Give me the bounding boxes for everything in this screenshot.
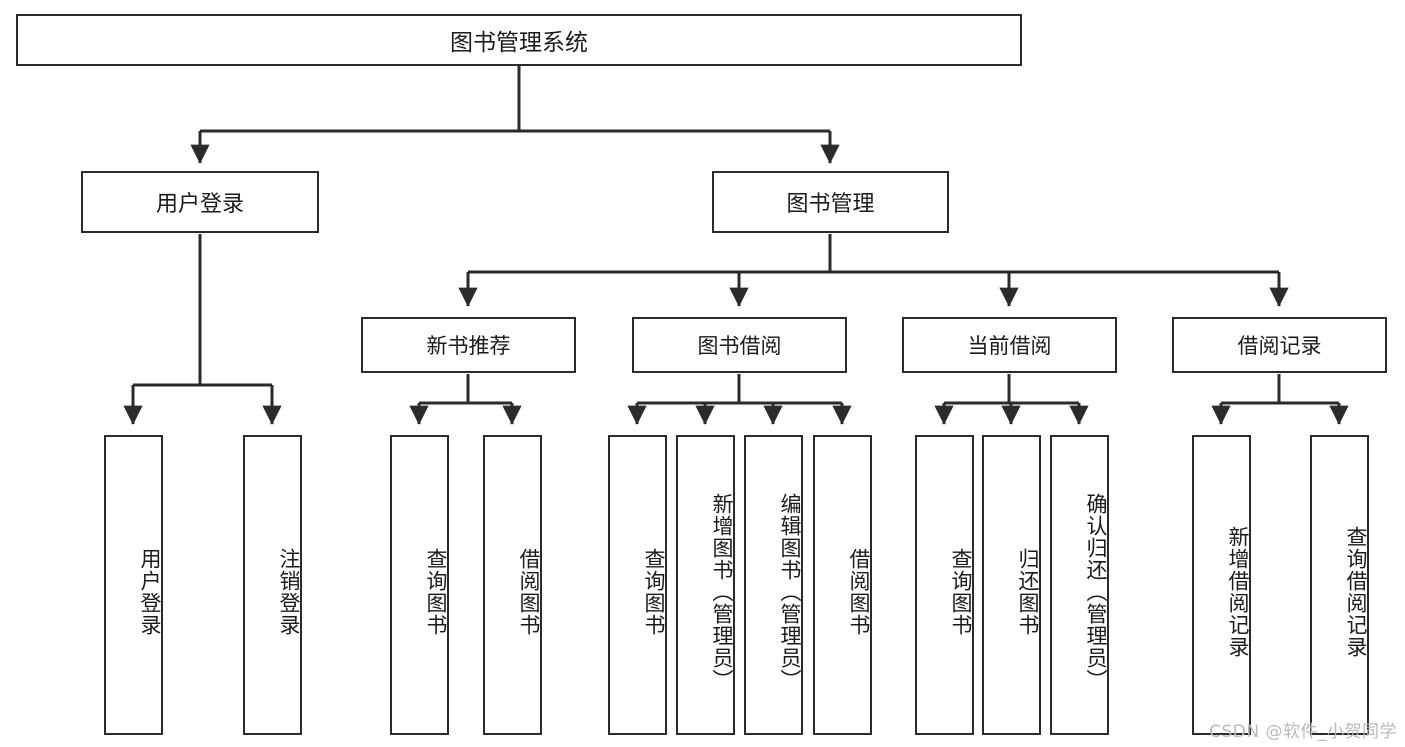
node-user-login[interactable]: 用户登录: [81, 171, 319, 233]
node-root-label: 图书管理系统: [450, 30, 588, 56]
node-leaf-add-record[interactable]: 新增借阅记录: [1192, 435, 1251, 735]
node-leaf-query-book-2-label: 查询图书: [642, 548, 666, 636]
node-current-borrow-label: 当前借阅: [967, 334, 1052, 358]
node-leaf-edit-book[interactable]: 编辑图书（管理员）: [744, 435, 803, 735]
node-leaf-query-book-3-label: 查询图书: [949, 548, 973, 636]
node-leaf-logout-login-label: 注销登录: [277, 548, 301, 636]
node-leaf-logout-login[interactable]: 注销登录: [243, 435, 302, 735]
node-root[interactable]: 图书管理系统: [16, 14, 1022, 66]
node-leaf-add-record-label: 新增借阅记录: [1226, 526, 1250, 658]
node-leaf-query-book-2[interactable]: 查询图书: [608, 435, 667, 735]
node-leaf-user-login-label: 用户登录: [138, 548, 162, 636]
node-leaf-return-book[interactable]: 归还图书: [982, 435, 1041, 735]
node-leaf-query-record[interactable]: 查询借阅记录: [1310, 435, 1369, 735]
node-current-borrow[interactable]: 当前借阅: [902, 317, 1117, 373]
node-book-borrow[interactable]: 图书借阅: [632, 317, 847, 373]
node-leaf-query-record-label: 查询借阅记录: [1344, 526, 1368, 658]
node-leaf-add-book[interactable]: 新增图书（管理员）: [676, 435, 735, 735]
node-leaf-return-book-label: 归还图书: [1016, 548, 1040, 636]
node-borrow-record[interactable]: 借阅记录: [1172, 317, 1387, 373]
node-new-book-recommend[interactable]: 新书推荐: [361, 317, 576, 373]
node-leaf-borrow-book-1[interactable]: 借阅图书: [483, 435, 542, 735]
node-leaf-borrow-book-2[interactable]: 借阅图书: [813, 435, 872, 735]
node-book-borrow-label: 图书借阅: [697, 334, 782, 358]
node-leaf-borrow-book-2-label: 借阅图书: [847, 548, 871, 636]
node-leaf-confirm-return[interactable]: 确认归还（管理员）: [1050, 435, 1109, 735]
csdn-watermark: CSDN @软件_小贺同学: [1209, 722, 1397, 742]
node-new-book-recommend-label: 新书推荐: [426, 334, 511, 358]
node-leaf-user-login[interactable]: 用户登录: [104, 435, 163, 735]
node-book-manage-label: 图书管理: [786, 192, 875, 217]
node-user-login-label: 用户登录: [155, 192, 244, 217]
node-leaf-add-book-label: 新增图书（管理员）: [710, 493, 734, 691]
node-leaf-edit-book-label: 编辑图书（管理员）: [778, 493, 802, 691]
node-book-manage[interactable]: 图书管理: [712, 171, 949, 233]
node-borrow-record-label: 借阅记录: [1237, 334, 1322, 358]
node-leaf-query-book-1[interactable]: 查询图书: [390, 435, 449, 735]
node-leaf-query-book-3[interactable]: 查询图书: [915, 435, 974, 735]
node-leaf-confirm-return-label: 确认归还（管理员）: [1084, 493, 1108, 691]
node-leaf-query-book-1-label: 查询图书: [424, 548, 448, 636]
node-leaf-borrow-book-1-label: 借阅图书: [517, 548, 541, 636]
